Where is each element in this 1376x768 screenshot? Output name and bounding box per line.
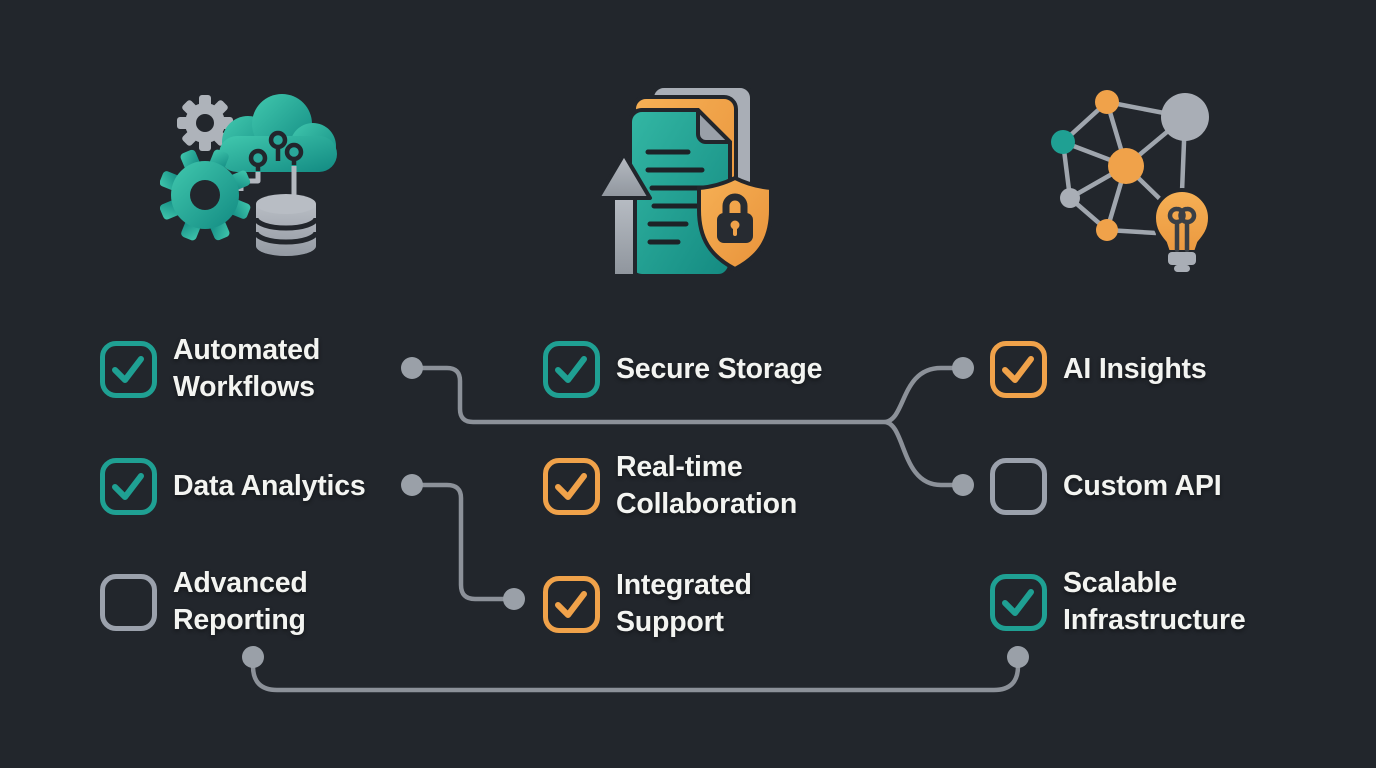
- connector-path-reporting-to-infrastructure: [250, 657, 1021, 693]
- network-node-center: [1108, 148, 1144, 184]
- checkmark-icon: [112, 472, 144, 500]
- checkmark-icon: [112, 355, 144, 383]
- network-node: [1096, 219, 1118, 241]
- network-node: [1051, 130, 1075, 154]
- feature-label: Data Analytics: [173, 469, 366, 502]
- feature-label: Real-time Collaboration: [616, 451, 798, 520]
- document-upload-shield-lock-icon: [596, 84, 773, 278]
- feature-item-automated-workflows: Automated Workflows: [100, 331, 320, 407]
- feature-checkbox[interactable]: [990, 340, 1047, 398]
- connector-dot: [952, 357, 974, 379]
- feature-checkbox[interactable]: [100, 573, 157, 631]
- document-text-lines: [645, 149, 707, 245]
- feature-checkbox[interactable]: [100, 457, 157, 515]
- connector-path-analytics-to-support: [409, 482, 507, 602]
- feature-checkbox[interactable]: [990, 457, 1047, 515]
- connector-dot: [242, 646, 264, 668]
- feature-item-integrated-support: Integrated Support: [543, 566, 752, 642]
- checkmark-icon: [555, 472, 587, 500]
- big-gear-icon: [160, 149, 251, 241]
- network-nodes-lightbulb-icon: [1051, 90, 1213, 272]
- upload-arrow-icon: [596, 152, 652, 278]
- small-gear-icon: [177, 95, 233, 151]
- feature-item-realtime-collaboration: Real-time Collaboration: [543, 448, 797, 524]
- feature-item-ai-insights: AI Insights: [990, 331, 1207, 407]
- checkmark-icon: [555, 355, 587, 383]
- network-node: [1060, 188, 1080, 208]
- feature-label: Secure Storage: [616, 352, 823, 385]
- database-icon: [253, 194, 319, 256]
- feature-item-secure-storage: Secure Storage: [543, 331, 822, 407]
- feature-checkbox[interactable]: [100, 340, 157, 398]
- connector-dot: [1007, 646, 1029, 668]
- network-node: [1095, 90, 1119, 114]
- checkmark-icon: [1002, 588, 1034, 616]
- feature-label: AI Insights: [1063, 352, 1207, 385]
- feature-checkbox[interactable]: [543, 575, 600, 633]
- feature-label: Custom API: [1063, 469, 1222, 502]
- checkmark-icon: [1002, 355, 1034, 383]
- lock-icon: [717, 193, 753, 243]
- network-node-large: [1161, 93, 1209, 141]
- feature-item-data-analytics: Data Analytics: [100, 448, 366, 524]
- connector-dot: [503, 588, 525, 610]
- feature-item-custom-api: Custom API: [990, 448, 1222, 524]
- lightbulb-icon: [1151, 187, 1213, 272]
- bulb-base: [1168, 252, 1196, 265]
- feature-item-advanced-reporting: Advanced Reporting: [100, 564, 308, 640]
- feature-checkbox[interactable]: [543, 340, 600, 398]
- checkmark-icon: [555, 590, 587, 618]
- feature-label: Integrated Support: [616, 569, 752, 638]
- connector-path-workflows-to-fork: [409, 365, 956, 488]
- connector-dot: [401, 357, 423, 379]
- feature-label: Advanced Reporting: [173, 567, 308, 636]
- document-fold-corner: [696, 108, 732, 144]
- connector-dot: [952, 474, 974, 496]
- connector-dot: [401, 474, 423, 496]
- feature-label: Scalable Infrastructure: [1063, 567, 1246, 636]
- feature-checkbox[interactable]: [543, 457, 600, 515]
- bulb-base-nub: [1174, 265, 1190, 272]
- feature-label: Automated Workflows: [173, 334, 321, 403]
- gears-cloud-database-icon: [160, 94, 337, 256]
- feature-item-scalable-infrastructure: Scalable Infrastructure: [990, 564, 1246, 640]
- network-edges: [1060, 99, 1188, 236]
- filament: [1167, 206, 1197, 253]
- circuit-lines: [255, 147, 297, 171]
- feature-checkbox[interactable]: [990, 573, 1047, 631]
